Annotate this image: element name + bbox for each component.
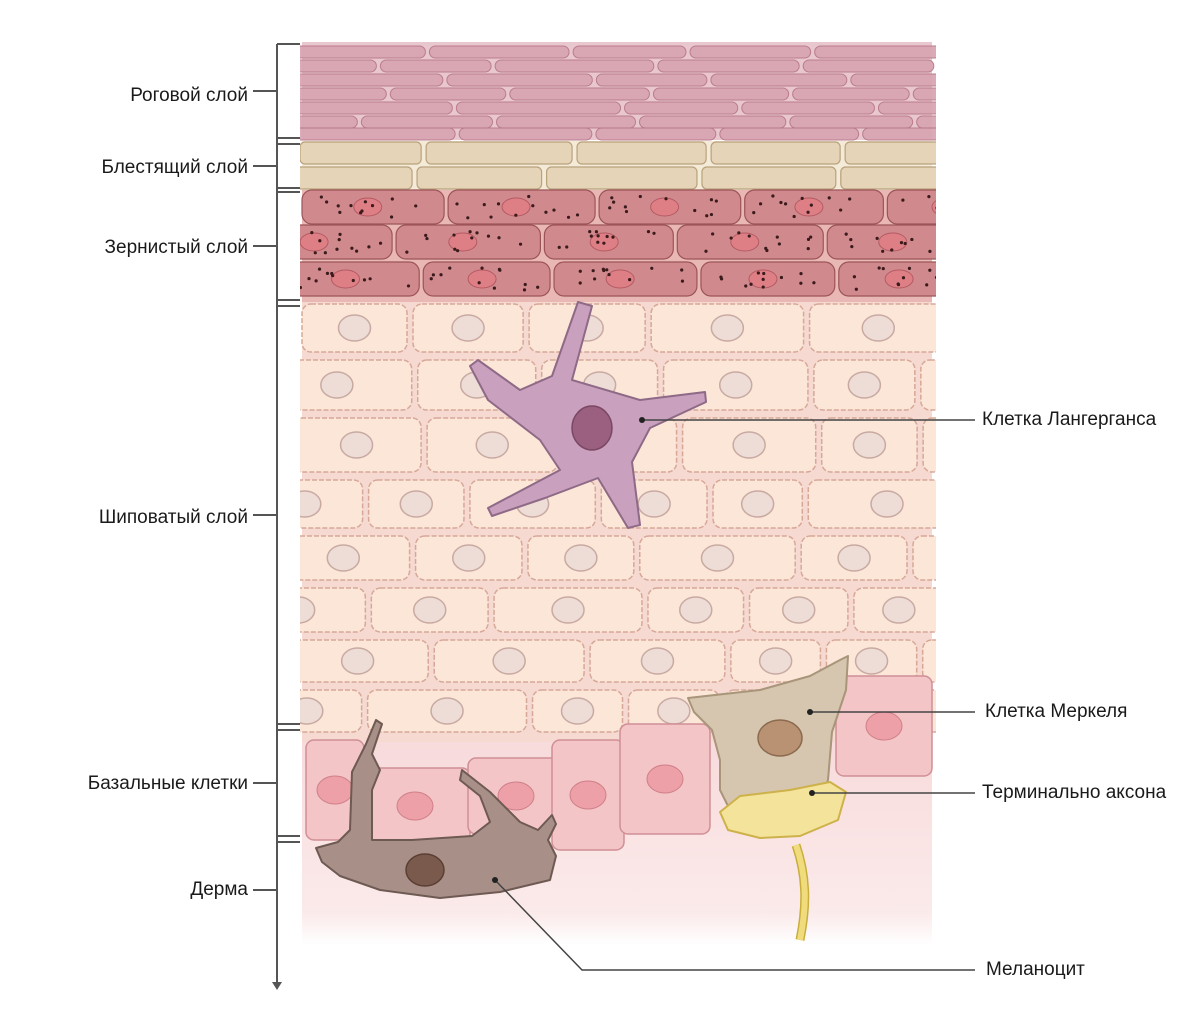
stratum-corneum-region bbox=[300, 42, 936, 141]
label-stratum-corneum: Роговой слой bbox=[130, 85, 248, 106]
stratum-lucidum-region bbox=[300, 141, 936, 191]
callout-leaders bbox=[494, 419, 975, 971]
merkel-cell bbox=[687, 655, 849, 807]
label-stratum-lucidum: Блестящий слой bbox=[101, 157, 248, 178]
stratum-spinosum-region bbox=[300, 302, 936, 742]
layer-axis bbox=[272, 44, 282, 990]
axon-terminal bbox=[719, 781, 847, 941]
melanocyte bbox=[315, 719, 557, 899]
langerhans-cell bbox=[469, 301, 707, 529]
callout-dots bbox=[492, 417, 815, 883]
melanocyte-dot bbox=[492, 877, 498, 883]
label-axon-terminal: Терминально аксона bbox=[982, 782, 1167, 803]
axon-dot bbox=[809, 790, 815, 796]
layer-brackets bbox=[253, 43, 300, 891]
label-merkel-cell: Клетка Меркеля bbox=[985, 701, 1128, 722]
stratum-granulosum-region bbox=[300, 189, 936, 302]
label-dermis: Дерма bbox=[190, 879, 248, 900]
label-stratum-basale: Базальные клетки bbox=[87, 773, 248, 794]
stratum-basale-region bbox=[305, 675, 933, 851]
label-langerhans-cell: Клетка Лангерганса bbox=[982, 409, 1157, 430]
label-stratum-spinosum: Шиповатый слой bbox=[98, 507, 248, 528]
label-melanocyte: Меланоцит bbox=[986, 959, 1085, 980]
label-stratum-granulosum: Зернистый слой bbox=[104, 237, 248, 258]
langerhans-dot bbox=[639, 417, 645, 423]
melanocyte-leader bbox=[494, 879, 975, 971]
merkel-dot bbox=[807, 709, 813, 715]
